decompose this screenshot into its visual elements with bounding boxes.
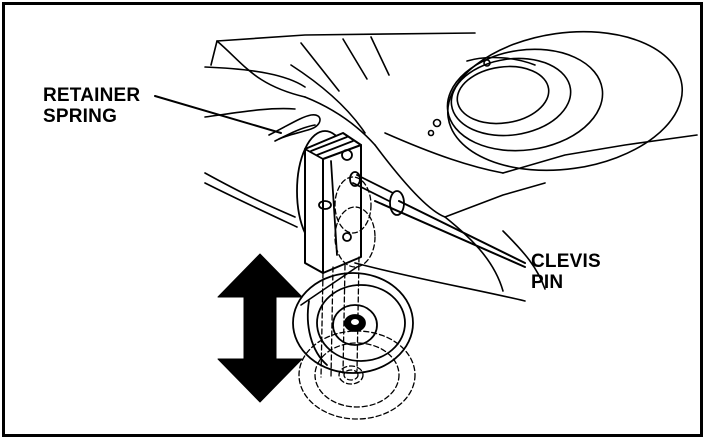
mower-wheel-adjustment-illustration <box>154 30 698 420</box>
retainer-spring-label-line1: RETAINER <box>43 85 141 106</box>
clevis-pin-leader-2 <box>374 200 526 268</box>
retainer-spring <box>268 114 321 142</box>
clevis-pin-label-line1: CLEVIS <box>531 251 601 272</box>
double-headed-vertical-arrow-icon <box>217 253 303 403</box>
wheel <box>292 272 414 374</box>
clevis-pin-label-line2: PIN <box>531 272 564 293</box>
retainer-spring-leader <box>154 95 282 134</box>
leader-lines <box>154 95 526 268</box>
retainer-spring-label: RETAINER SPRING <box>43 85 140 127</box>
lowered-position-outline <box>298 176 416 420</box>
wheel-bracket <box>296 130 362 274</box>
clevis-pin-label: CLEVIS PIN <box>531 251 601 293</box>
mower-deck <box>204 30 698 306</box>
retainer-spring-label-line2: SPRING <box>43 106 118 127</box>
clevis-pin-leader-1 <box>398 200 526 264</box>
